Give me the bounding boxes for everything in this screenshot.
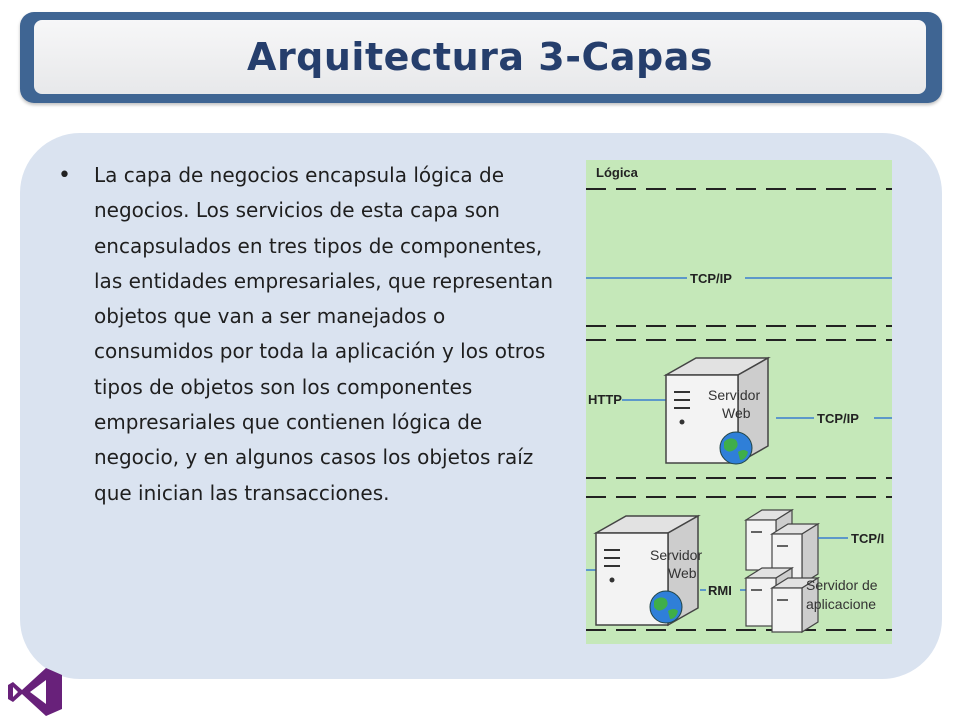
- app-server-label-line2: aplicacione: [806, 596, 876, 612]
- visual-studio-logo-icon: [8, 668, 62, 716]
- bullet-marker: •: [58, 163, 71, 188]
- layer-label: Lógica: [596, 165, 639, 180]
- globe-icon: [719, 431, 753, 465]
- bullet-text: La capa de negocios encapsula lógica de …: [94, 163, 554, 505]
- web-server-1-icon: [663, 356, 771, 465]
- bullet-item: • La capa de negocios encapsula lógica d…: [58, 158, 563, 511]
- tcpip-mid-label: TCP/IP: [817, 411, 859, 426]
- rmi-label: RMI: [708, 583, 732, 598]
- web-server-2-label-line2: Web: [668, 565, 697, 581]
- architecture-diagram-svg: Lógica TCP/IP HTTP Servidor Web TCP/IP: [586, 165, 892, 634]
- web-server-1-label-line1: Servidor: [708, 387, 760, 403]
- app-server-label-line1: Servidor de: [806, 577, 878, 593]
- label-backdrop: [706, 581, 740, 598]
- layer-separators: [586, 188, 892, 631]
- title-banner: Arquitectura 3-Capas: [34, 20, 926, 94]
- globe-icon: [649, 590, 683, 624]
- label-backdrop: [687, 269, 745, 286]
- label-backdrop: [848, 529, 892, 546]
- web-server-2-label-line1: Servidor: [650, 547, 702, 563]
- slide-title: Arquitectura 3-Capas: [247, 35, 713, 79]
- web-server-1-label-line2: Web: [722, 405, 751, 421]
- tcpip-bottom-label: TCP/I: [851, 531, 884, 546]
- architecture-diagram: Lógica TCP/IP HTTP Servidor Web TCP/IP: [586, 160, 892, 644]
- http-label: HTTP: [588, 392, 622, 407]
- app-server-cluster-icon: [743, 508, 821, 634]
- tcpip-top-label: TCP/IP: [690, 271, 732, 286]
- label-backdrop: [814, 409, 874, 426]
